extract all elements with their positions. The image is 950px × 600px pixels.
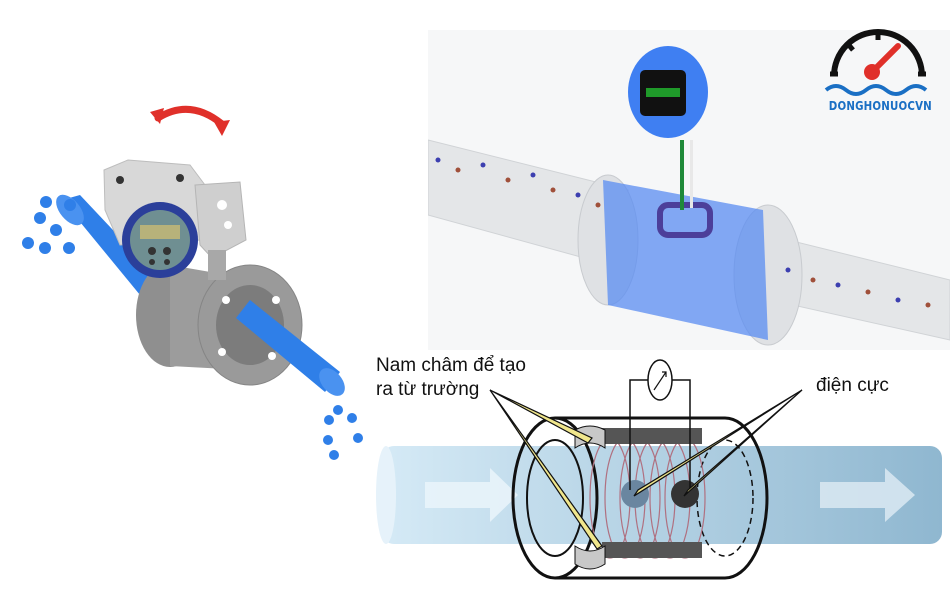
water-droplets-left xyxy=(22,196,76,254)
water-droplets-right xyxy=(323,405,363,460)
transparent-flowmeter-illustration xyxy=(428,30,950,350)
magnet-bottom xyxy=(574,545,606,570)
brand-name: DONGHONUOCVN xyxy=(828,98,932,113)
brand-logo: DONGHONUOCVN xyxy=(818,24,938,120)
gauge-water-icon xyxy=(824,29,928,96)
rotation-arrow-icon xyxy=(150,105,230,136)
leader-lines xyxy=(489,389,803,550)
magnet-bar-bottom xyxy=(602,542,702,558)
outlet-water-column xyxy=(236,300,345,396)
electrode-label: điện cực xyxy=(816,375,889,396)
flowmeter-principle-diagram: Nam châm để tạo ra từ trường điện cực xyxy=(370,350,950,600)
flow-particles xyxy=(435,157,931,308)
magnet-bar-top xyxy=(602,428,702,444)
flow-arrow-icon xyxy=(820,468,915,522)
magnet-label-line2: ra từ trường xyxy=(376,379,480,400)
magnet-label: Nam châm để tạo ra từ trường xyxy=(376,354,526,402)
display-head xyxy=(122,202,198,278)
flowmeter-3d-illustration xyxy=(0,0,380,600)
pipe xyxy=(382,446,942,544)
flow-arrow-icon xyxy=(425,468,518,522)
magnet-label-line1: Nam châm để tạo xyxy=(376,355,526,376)
